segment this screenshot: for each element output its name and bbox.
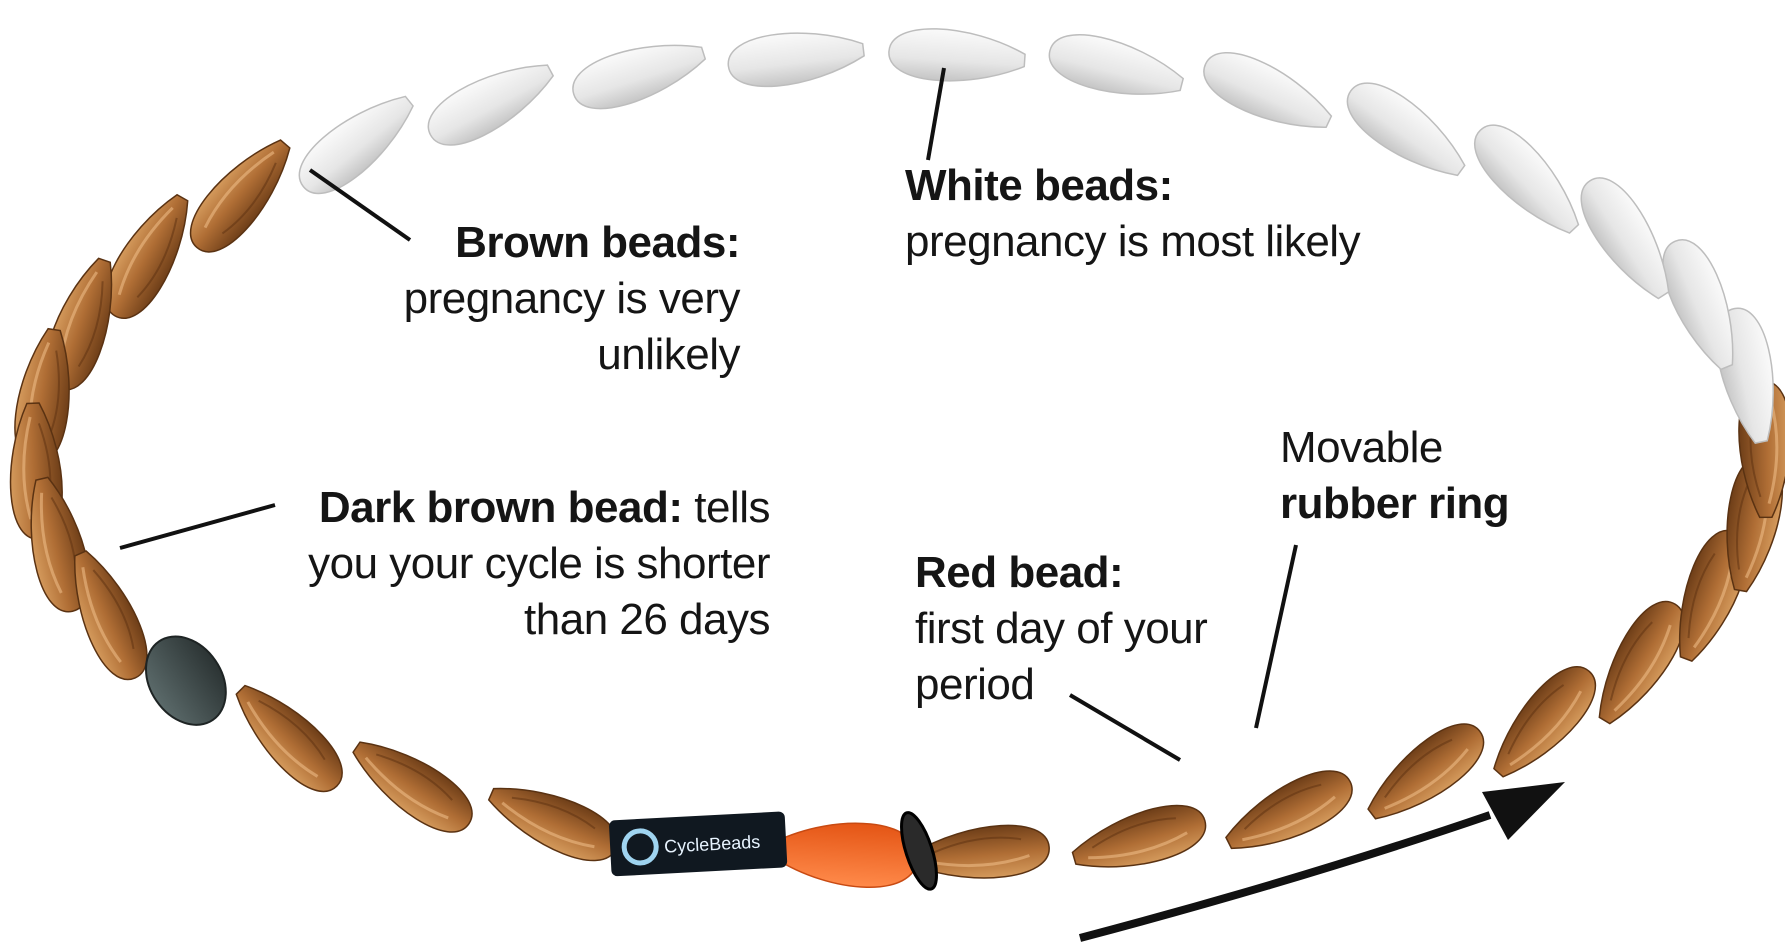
rubber-ring-label: Movable rubber ring: [1280, 420, 1600, 532]
arrow-head: [1482, 782, 1565, 840]
brown-bead: [1217, 759, 1362, 866]
dark-brown-bead-tail: tells: [683, 483, 770, 532]
brown-beads-label: Brown beads: pregnancy is very unlikely: [320, 215, 740, 383]
red-bead-line2: period: [915, 657, 1335, 713]
dark-brown-bead-label: Dark brown bead: tells you your cycle is…: [240, 480, 770, 648]
brown-beads-line2: unlikely: [320, 327, 740, 383]
brown-bead: [1356, 711, 1495, 834]
red-bead-heading: Red bead:: [915, 548, 1123, 597]
brown-beads-heading: Brown beads:: [455, 218, 740, 267]
red-bead-line1: first day of your: [915, 601, 1335, 657]
brown-bead: [1479, 654, 1608, 790]
white-beads-heading: White beads:: [905, 161, 1173, 210]
rubber-ring-heading: rubber ring: [1280, 479, 1509, 528]
brown-bead: [1583, 591, 1697, 734]
white-bead: [1195, 41, 1340, 145]
brown-bead: [481, 771, 626, 873]
white-beads-label: White beads: pregnancy is most likely: [905, 158, 1465, 270]
red-bead: [772, 818, 920, 890]
rubber-ring-line1: Movable: [1280, 420, 1600, 476]
white-bead: [418, 48, 562, 158]
white-bead: [287, 81, 425, 206]
brown-bead: [222, 672, 355, 805]
brown-bead: [177, 127, 304, 264]
brand-band: CycleBeads: [609, 811, 788, 876]
white-bead: [1462, 112, 1593, 246]
brown-bead: [1067, 796, 1212, 883]
white-bead: [887, 26, 1026, 86]
dark-brown-bead: [130, 621, 243, 740]
white-bead: [725, 24, 866, 91]
white-beads-line1: pregnancy is most likely: [905, 214, 1465, 270]
white-bead: [1568, 167, 1685, 309]
brown-beads-line1: pregnancy is very: [320, 271, 740, 327]
red-bead-label: Red bead: first day of your period: [915, 545, 1335, 713]
white-bead: [566, 29, 711, 119]
dark-brown-bead-heading: Dark brown bead:: [319, 483, 683, 532]
white-bead: [1044, 26, 1189, 110]
brown-bead: [342, 726, 483, 845]
white-beads-pointer: [928, 68, 944, 160]
dark-brown-bead-line2: you your cycle is shorter: [240, 536, 770, 592]
dark-brown-bead-line3: than 26 days: [240, 592, 770, 648]
